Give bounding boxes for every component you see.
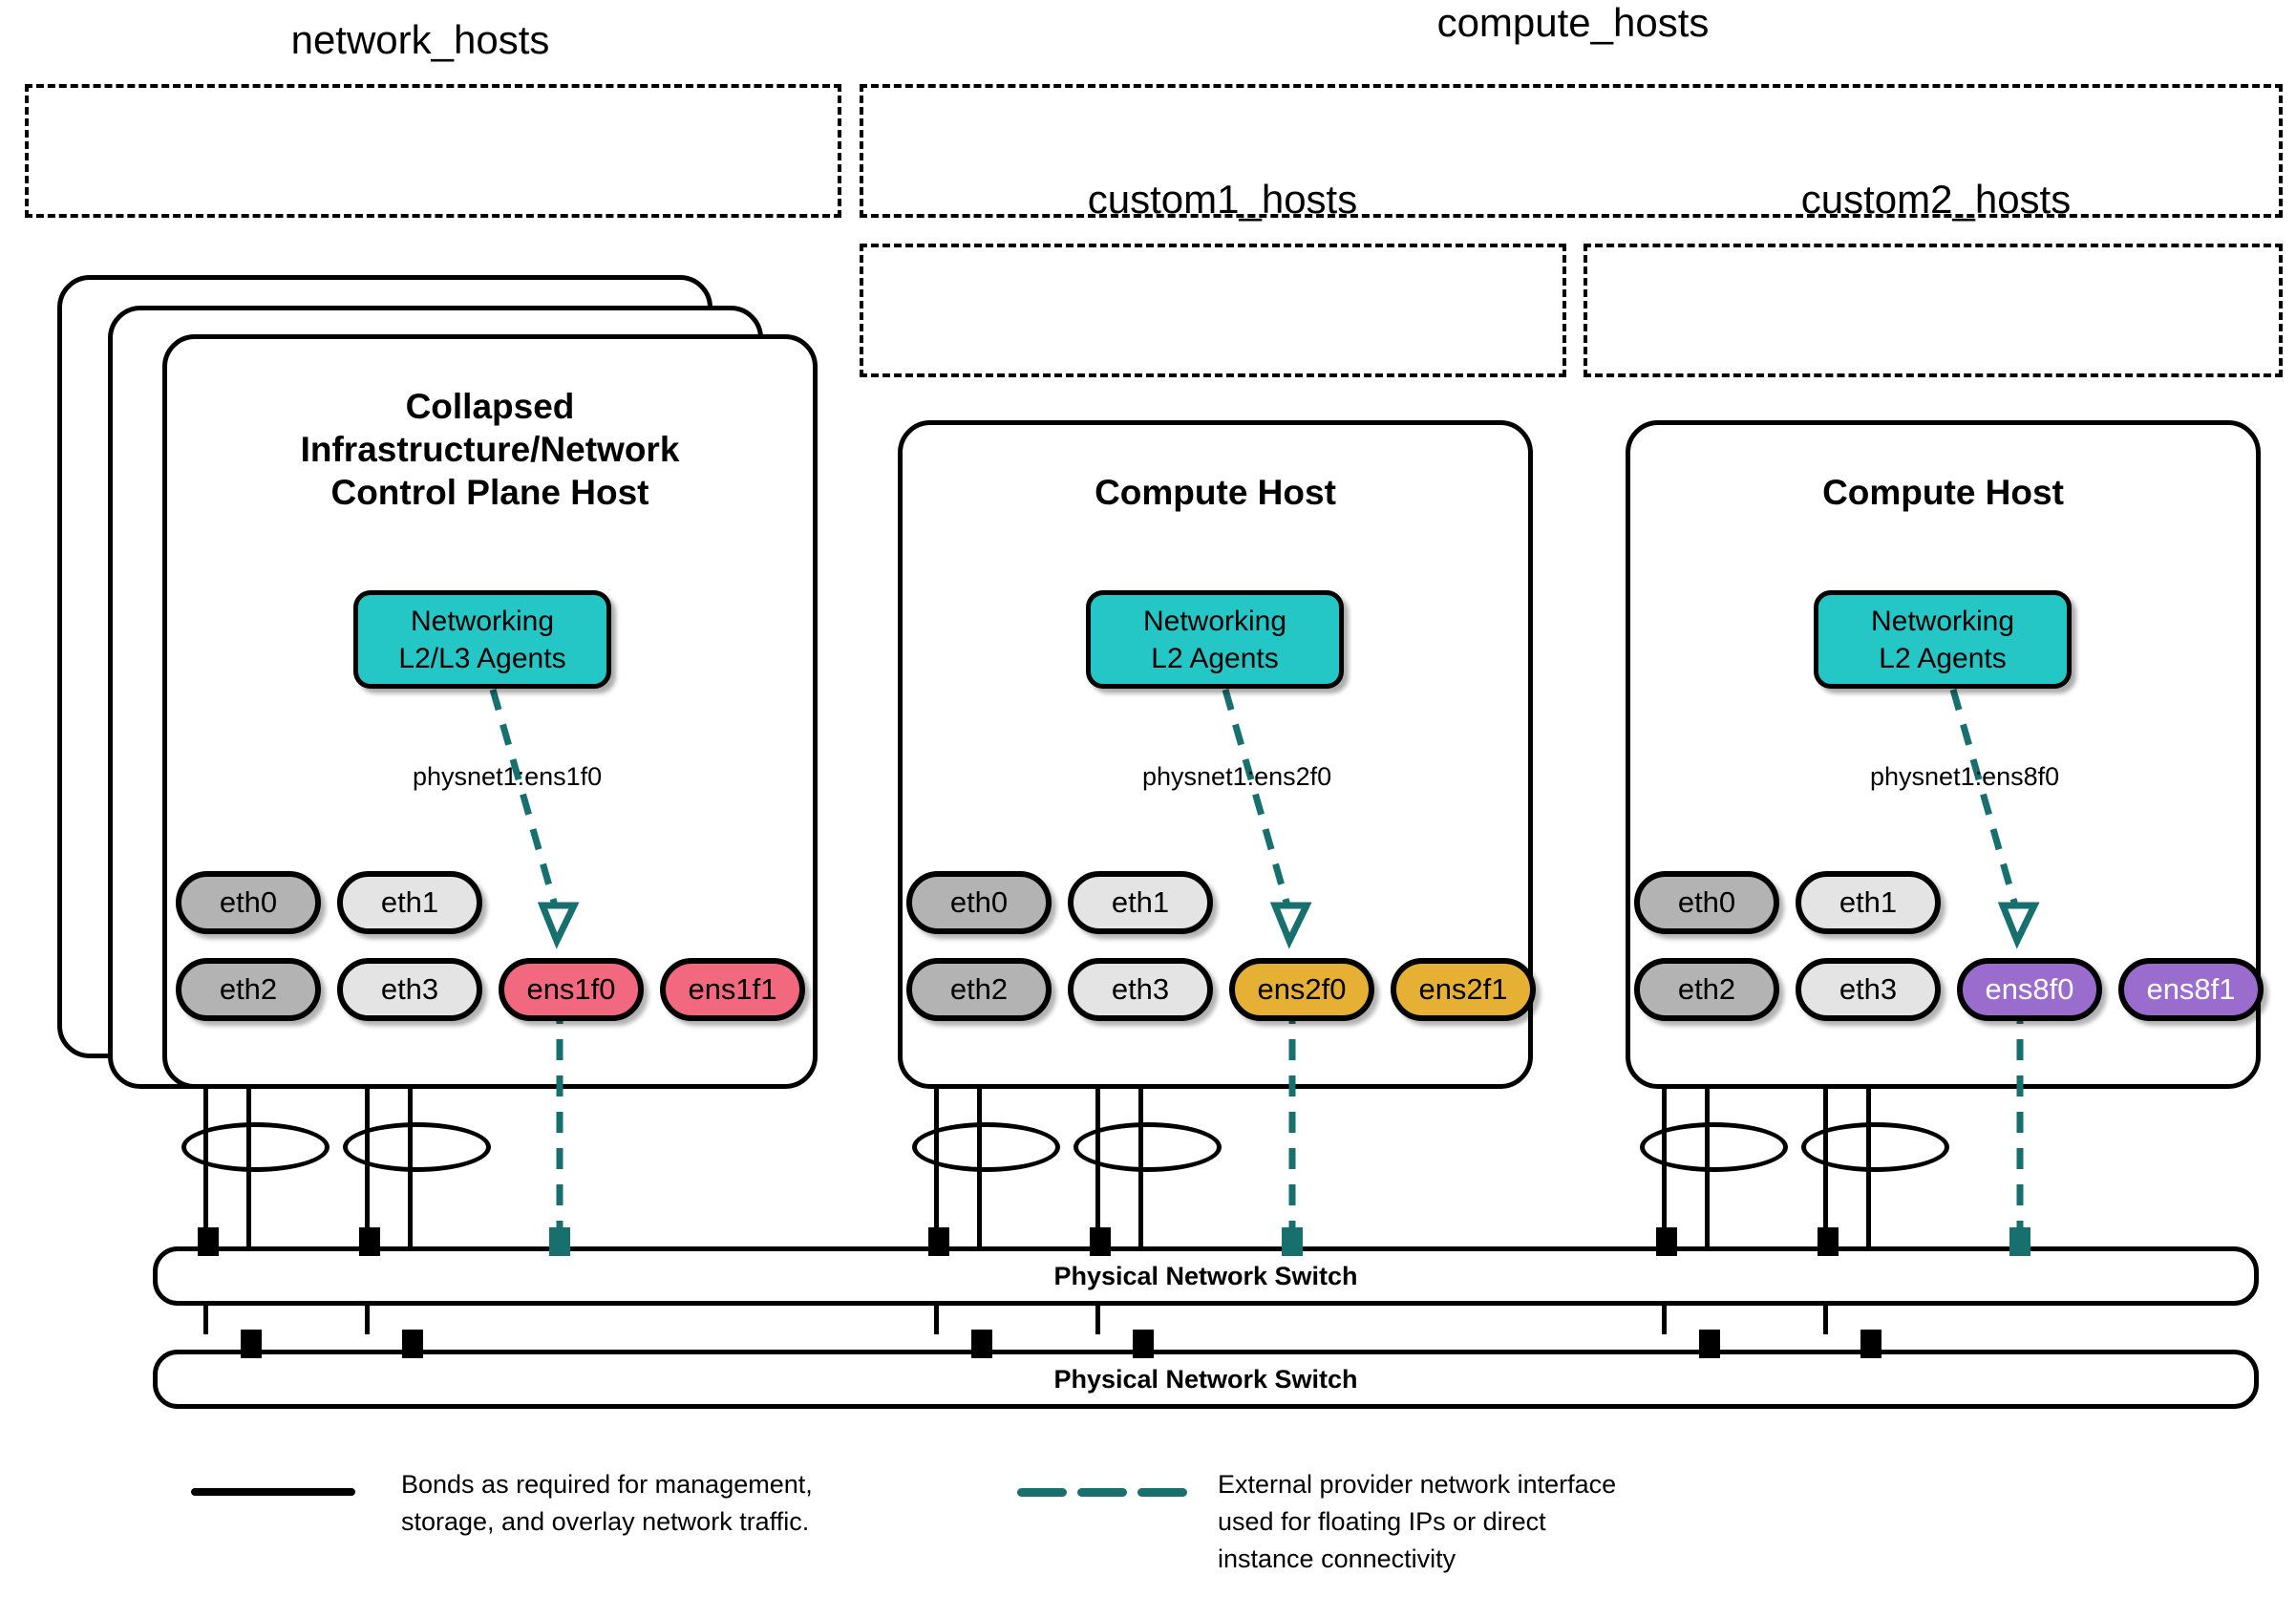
nic-ens8f1-host3[interactable]: ens8f1 [2118, 958, 2264, 1021]
nic-eth3-host3[interactable]: eth3 [1796, 958, 1941, 1021]
bond-ellipse-host1-b [343, 1122, 491, 1172]
physnet-label-ens2f0: physnet1:ens2f0 [1142, 762, 1332, 791]
legend-dash-swatch-3 [1137, 1488, 1187, 1497]
conn-square-host3-b [1818, 1227, 1839, 1256]
nic-ens2f0-host2[interactable]: ens2f0 [1229, 958, 1374, 1021]
group-label-compute-hosts: compute_hosts [1436, 0, 1710, 45]
group-label-network-hosts: network_hosts [290, 17, 550, 62]
conn-square-host2-provider [1282, 1227, 1303, 1256]
conn-square-host1-d [402, 1330, 423, 1358]
nic-eth3-host1[interactable]: eth3 [337, 958, 482, 1021]
agent-box-l2l3-agents[interactable]: Networking L2/L3 Agents [353, 590, 611, 689]
group-box-custom1-hosts [860, 244, 1566, 377]
wire-eth1-down-h3 [1823, 917, 1828, 1334]
nic-eth1-host1[interactable]: eth1 [337, 871, 482, 934]
bond-ellipse-host1-a [181, 1122, 330, 1172]
nic-eth2-host3[interactable]: eth2 [1634, 958, 1779, 1021]
conn-square-host2-b [1090, 1227, 1111, 1256]
wire-eth1-down [365, 917, 370, 1334]
bond-ellipse-host2-b [1074, 1122, 1222, 1172]
conn-square-host3-a [1656, 1227, 1677, 1256]
nic-eth1-host3[interactable]: eth1 [1796, 871, 1941, 934]
nic-eth2-host1[interactable]: eth2 [176, 958, 321, 1021]
agent-box-l2-agents-custom1[interactable]: Networking L2 Agents [1086, 590, 1344, 689]
wire-eth0-down-h3 [1662, 917, 1667, 1334]
legend-solid-swatch [191, 1488, 355, 1496]
conn-square-host2-a [928, 1227, 949, 1256]
nic-eth3-host2[interactable]: eth3 [1068, 958, 1213, 1021]
wire-eth1-down-h2 [1095, 917, 1100, 1334]
switch-bar-top[interactable]: Physical Network Switch [153, 1246, 2259, 1306]
nic-ens1f1-host1[interactable]: ens1f1 [660, 958, 805, 1021]
nic-eth2-host2[interactable]: eth2 [906, 958, 1052, 1021]
wire-eth0-down [203, 917, 208, 1334]
bond-ellipse-host2-a [912, 1122, 1060, 1172]
conn-square-host2-d [1133, 1330, 1154, 1358]
conn-square-host1-c [241, 1330, 262, 1358]
host-title-collapsed-control-plane: Collapsed Infrastructure/Network Control… [300, 387, 680, 513]
nic-eth0-host3[interactable]: eth0 [1634, 871, 1779, 934]
nic-eth1-host2[interactable]: eth1 [1068, 871, 1213, 934]
legend-bonds-text: Bonds as required for management, storag… [401, 1470, 813, 1537]
group-box-network-hosts [25, 84, 841, 218]
conn-square-host2-c [971, 1330, 992, 1358]
physnet-label-ens8f0: physnet1:ens8f0 [1870, 762, 2060, 791]
group-box-custom2-hosts [1584, 244, 2283, 377]
host-title-compute-custom1: Compute Host [1095, 473, 1336, 512]
bond-ellipse-host3-b [1801, 1122, 1949, 1172]
nic-ens2f1-host2[interactable]: ens2f1 [1391, 958, 1536, 1021]
nic-eth0-host1[interactable]: eth0 [176, 871, 321, 934]
conn-square-host3-c [1699, 1330, 1720, 1358]
conn-square-host1-provider [549, 1227, 570, 1256]
group-box-compute-hosts [860, 84, 2283, 218]
conn-square-host1-b [359, 1227, 380, 1256]
legend-provider-text: External provider network interface used… [1218, 1470, 1617, 1574]
wire-eth0-down-h2 [934, 917, 939, 1334]
switch-bar-bottom[interactable]: Physical Network Switch [153, 1350, 2259, 1409]
physnet-label-ens1f0: physnet1:ens1f0 [413, 762, 603, 791]
bond-ellipse-host3-a [1640, 1122, 1788, 1172]
nic-ens1f0-host1[interactable]: ens1f0 [499, 958, 644, 1021]
nic-ens8f0-host3[interactable]: ens8f0 [1957, 958, 2102, 1021]
legend-dash-swatch-2 [1077, 1488, 1127, 1497]
nic-eth0-host2[interactable]: eth0 [906, 871, 1052, 934]
host-title-compute-custom2: Compute Host [1822, 473, 2064, 512]
conn-square-host3-provider [2009, 1227, 2030, 1256]
conn-square-host3-d [1860, 1330, 1881, 1358]
conn-square-host1-a [198, 1227, 219, 1256]
legend-dash-swatch-1 [1017, 1488, 1067, 1497]
agent-box-l2-agents-custom2[interactable]: Networking L2 Agents [1814, 590, 2072, 689]
